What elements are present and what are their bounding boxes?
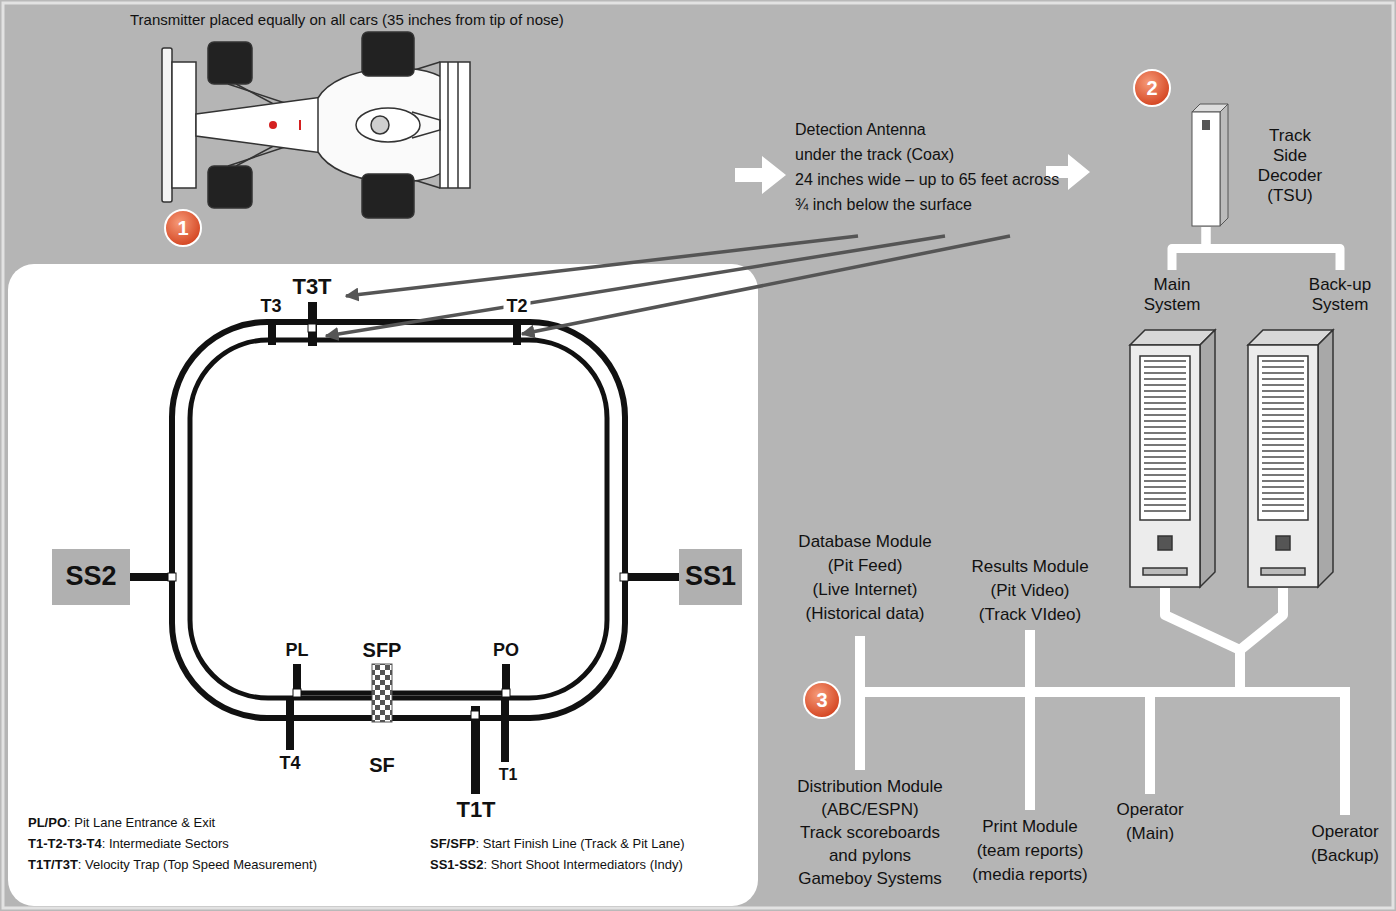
module-label: (Backup)	[1311, 846, 1379, 866]
legend-note: : Short Shoot Intermediators (Indy)	[483, 857, 682, 873]
sensor-label: T1T	[453, 797, 498, 823]
decoder-icon	[1192, 104, 1228, 226]
node-text: Main System	[1132, 275, 1212, 315]
module-label: Operator	[1311, 822, 1378, 842]
module-label: (Main)	[1126, 824, 1174, 844]
node-text: SS2	[65, 561, 116, 593]
system-label: Back-up System	[1291, 272, 1389, 318]
sensor-label: T1	[496, 765, 521, 784]
callout-number: 3	[816, 690, 827, 710]
module-label: Database Module	[798, 532, 931, 552]
decoder-label: Track Side Decoder (TSU)	[1188, 105, 1348, 227]
module-label: (Pit Video)	[990, 581, 1069, 601]
sector-box: SS2	[52, 549, 130, 605]
antenna-note: 24 inches wide – up to 65 feet across	[795, 170, 1059, 189]
legend-note: : Start Finish Line (Track & Pit Lane)	[476, 836, 685, 852]
callout-circle	[804, 682, 840, 718]
legend-key: T1T/T3T	[28, 857, 78, 873]
antenna-leader	[326, 236, 1010, 336]
race-car	[162, 32, 470, 218]
server-main	[1130, 330, 1215, 587]
node-text: Track Side Decoder (TSU)	[1250, 126, 1330, 206]
callout-number: 1	[177, 218, 188, 238]
callout-circle	[165, 210, 201, 246]
module-label: and pylons	[829, 846, 911, 866]
sensor-label: SFP	[360, 638, 405, 662]
sensor-label: T3	[257, 296, 284, 318]
legend-note: : Pit Lane Entrance & Exit	[67, 815, 215, 831]
module-label: Results Module	[971, 557, 1088, 577]
system-label: Main System	[1126, 272, 1218, 318]
legend-key: T1-T2-T3-T4	[28, 836, 102, 852]
legend-key: PL/PO	[28, 815, 67, 831]
antenna-note: Detection Antenna	[795, 120, 926, 139]
link-line	[1172, 227, 1206, 270]
module-label: (Historical data)	[805, 604, 924, 624]
module-label: (media reports)	[972, 865, 1087, 885]
node-text: Back-up System	[1297, 275, 1383, 315]
module-label: Gameboy Systems	[798, 869, 942, 889]
module-label: (Pit Feed)	[828, 556, 903, 576]
link-line	[1206, 227, 1340, 270]
track-map	[130, 302, 679, 794]
legend-note: : Intermediate Sectors	[102, 836, 229, 852]
module-label: (Track VIdeo)	[979, 605, 1081, 625]
note-text: Transmitter placed equally on all cars (…	[130, 11, 564, 29]
legend-key: SS1-SS2	[430, 857, 483, 873]
callout-number: 2	[1146, 78, 1157, 98]
background-panel	[3, 3, 1393, 908]
module-label: Print Module	[982, 817, 1077, 837]
sensor-label: T4	[276, 753, 303, 775]
module-label: (ABC/ESPN)	[821, 800, 918, 820]
sensor-label: T3T	[289, 274, 334, 300]
track-panel	[8, 264, 758, 906]
sector-box: SS1	[679, 549, 742, 605]
module-label: Distribution Module	[797, 777, 943, 797]
sensor-label: SF	[366, 753, 398, 777]
legend-key: SF/SFP	[430, 836, 476, 852]
antenna-note: under the track (Coax)	[795, 145, 954, 164]
antenna-note: ¾ inch below the surface	[795, 195, 972, 214]
sensor-label: T2	[503, 296, 530, 318]
module-label: Track scoreboards	[800, 823, 940, 843]
module-label: (Live Internet)	[813, 580, 918, 600]
module-label: Operator	[1116, 800, 1183, 820]
sensor-label: PO	[490, 640, 522, 662]
module-label: (team reports)	[977, 841, 1084, 861]
sensor-label: PL	[282, 640, 311, 662]
callout-circle	[1134, 70, 1170, 106]
node-text: SS1	[685, 561, 736, 593]
legend-note: : Velocity Trap (Top Speed Measurement)	[78, 857, 317, 873]
flow-arrow	[735, 156, 786, 194]
server-backup	[1248, 330, 1333, 587]
